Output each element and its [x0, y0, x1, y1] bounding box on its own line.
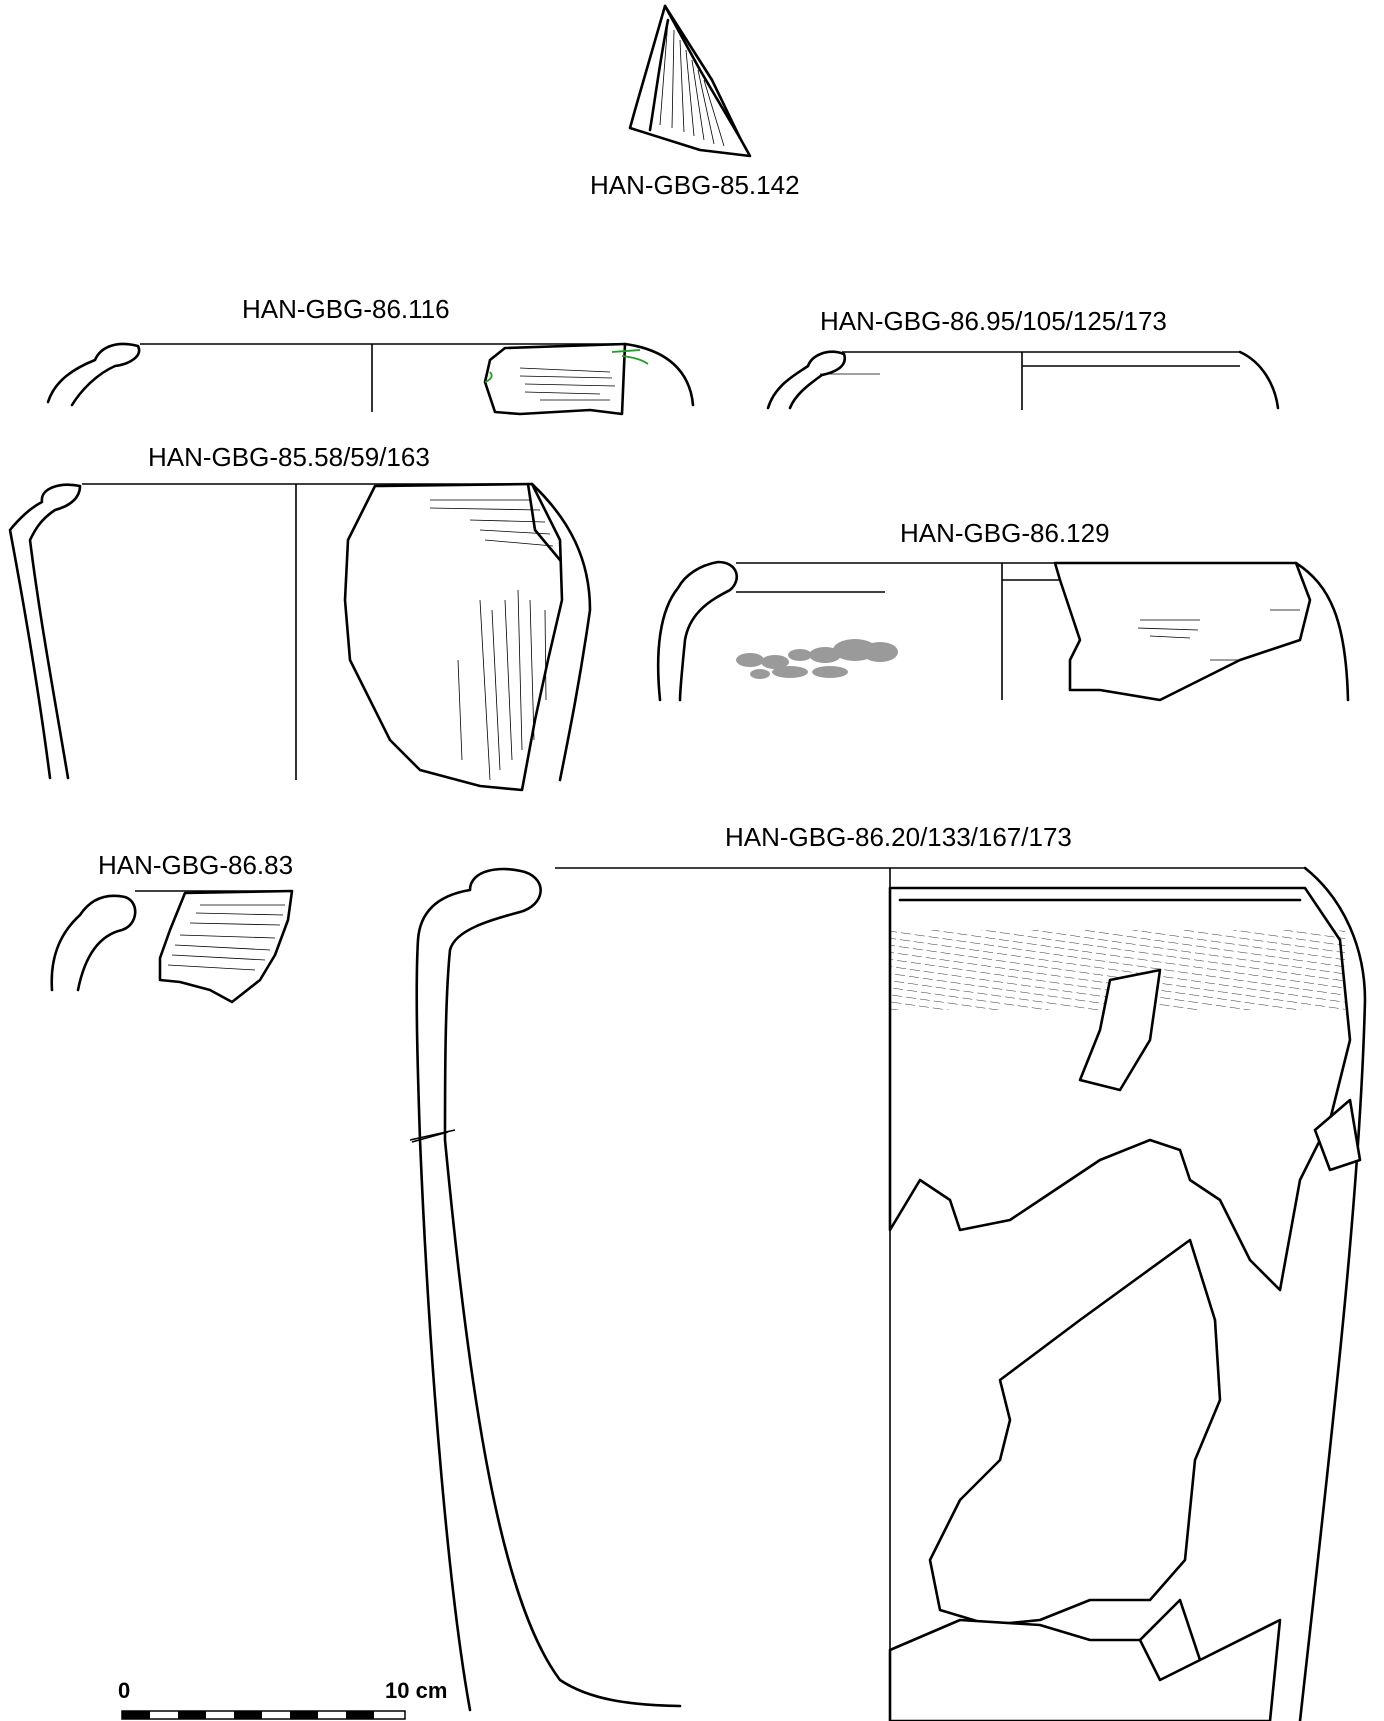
label-86-129: HAN-GBG-86.129 — [900, 518, 1110, 548]
residue-cluster — [736, 639, 898, 679]
label-86-116: HAN-GBG-86.116 — [242, 294, 450, 324]
scale-start-label: 0 — [118, 1678, 130, 1703]
vessel-86-83 — [50, 889, 294, 1004]
label-86-20-133-167-173: HAN-GBG-86.20/133/167/173 — [725, 822, 1072, 852]
label-85-142: HAN-GBG-85.142 — [590, 170, 800, 200]
scale-end-label: 10 cm — [385, 1678, 447, 1703]
label-85-58-59-163: HAN-GBG-85.58/59/163 — [148, 442, 430, 472]
label-86-83: HAN-GBG-86.83 — [98, 850, 293, 880]
label-86-95-105-125-173: HAN-GBG-86.95/105/125/173 — [820, 306, 1167, 336]
sherd-85-142 — [628, 4, 752, 158]
vessel-86-20-133-167-173 — [409, 866, 1367, 1721]
vessel-86-116 — [46, 342, 695, 416]
vessel-86-129 — [656, 560, 1350, 702]
vessel-86-95-105-125-173 — [766, 350, 1280, 410]
scale-bar — [121, 1710, 406, 1720]
vessel-85-58-59-163 — [8, 482, 592, 792]
